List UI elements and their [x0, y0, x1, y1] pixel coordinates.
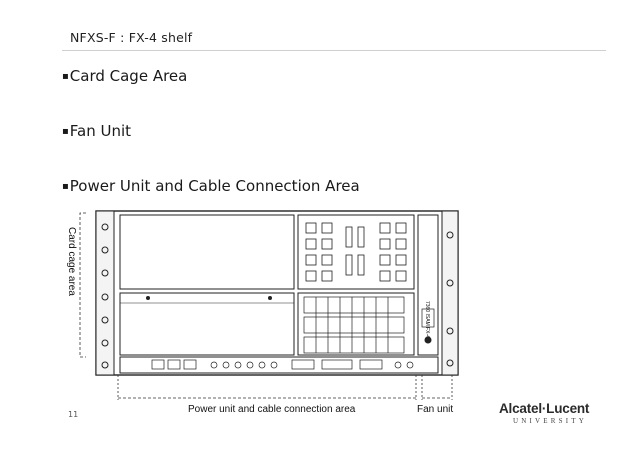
mount-hole	[101, 339, 109, 347]
mount-hole	[446, 279, 454, 287]
blank-card-lower	[119, 292, 295, 356]
fan-unit-label: Fan unit	[417, 404, 453, 413]
bullet-power-unit: ▪Power Unit and Cable Connection Area	[62, 177, 360, 195]
power-cable-label: Power unit and cable connection area	[188, 404, 356, 413]
nt-port	[421, 308, 435, 328]
panel-screw	[268, 296, 272, 300]
title-divider	[62, 50, 606, 51]
brand-subtitle: UNIVERSITY	[513, 417, 587, 425]
nt-card	[417, 214, 439, 356]
mount-hole	[446, 359, 454, 367]
bullet-text: Card Cage Area	[69, 67, 188, 85]
io-card-block-upper	[297, 214, 415, 290]
card-cage-bracket	[79, 212, 86, 358]
bullet-marker: ▪	[62, 126, 69, 137]
card-cage-label: Card cage area	[66, 227, 77, 296]
mount-hole	[101, 361, 109, 369]
cable-connectors	[151, 359, 414, 370]
power-cable-strip	[119, 356, 439, 374]
nt-card-text: 7360 ISAM FX-4	[424, 301, 430, 338]
slide-title: NFXS-F : FX-4 shelf	[70, 30, 193, 45]
mount-hole	[101, 223, 109, 231]
left-flange	[95, 210, 115, 376]
mount-hole	[446, 231, 454, 239]
mount-hole	[101, 316, 109, 324]
right-flange	[441, 210, 459, 376]
bullet-marker: ▪	[62, 181, 69, 192]
mount-hole	[101, 269, 109, 277]
lt-card-slots	[303, 296, 405, 354]
blank-card-upper	[119, 214, 295, 290]
bullet-fan-unit: ▪Fan Unit	[62, 122, 131, 140]
mount-hole	[446, 327, 454, 335]
io-card-block-lower	[297, 292, 415, 356]
brand-name: Alcatel·Lucent	[499, 401, 590, 416]
bullet-text: Power Unit and Cable Connection Area	[69, 177, 360, 195]
bullet-marker: ▪	[62, 71, 69, 82]
mount-hole	[101, 293, 109, 301]
mount-hole	[101, 246, 109, 254]
page-number: 11	[68, 410, 79, 419]
brand-logo: Alcatel·Lucent UNIVERSITY	[499, 401, 589, 425]
bullet-text: Fan Unit	[69, 122, 132, 140]
nt-indicator	[424, 336, 432, 344]
port-grid-upper	[305, 222, 407, 282]
panel-screw	[146, 296, 150, 300]
shelf-diagram: Card cage area	[66, 210, 459, 413]
bullet-card-cage: ▪Card Cage Area	[62, 67, 187, 85]
